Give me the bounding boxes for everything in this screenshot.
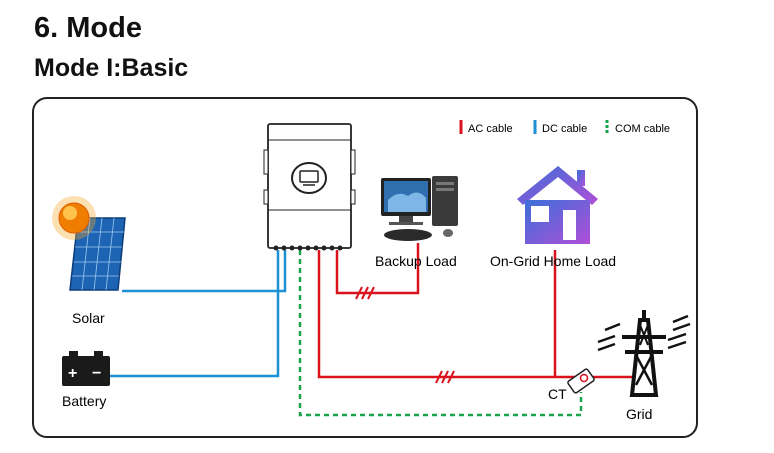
home-icon xyxy=(517,166,598,244)
backup-load-label: Backup Load xyxy=(375,253,457,269)
ac-cable-grid xyxy=(317,250,632,379)
ct-label: CT xyxy=(548,386,567,402)
solar-label: Solar xyxy=(72,310,105,326)
battery-plus: + xyxy=(68,365,77,382)
dc-cable-solar xyxy=(122,250,287,293)
com-cable xyxy=(298,250,583,417)
legend-dc-label: DC cable xyxy=(542,123,587,135)
computer-icon xyxy=(381,176,458,241)
cable-slash-grid xyxy=(435,370,455,384)
home-load-label: On-Grid Home Load xyxy=(490,253,616,269)
sun-icon xyxy=(52,196,96,240)
solar-panel xyxy=(52,196,126,291)
dc-cable-battery xyxy=(110,250,280,378)
inverter-ports xyxy=(273,245,343,251)
grid-label: Grid xyxy=(626,406,652,422)
mode-title: Mode I:Basic xyxy=(34,54,189,82)
legend: AC cable DC cable COM cable xyxy=(459,120,670,135)
cable-slash-backup xyxy=(355,286,375,300)
legend-com-label: COM cable xyxy=(615,123,670,135)
ct-sensor-icon xyxy=(567,368,595,394)
inverter xyxy=(263,123,356,251)
section-title: 6. Mode xyxy=(34,12,142,44)
dc-cables xyxy=(110,250,287,378)
battery-icon: + − xyxy=(62,351,110,386)
ac-cable-backup xyxy=(335,243,420,295)
diagram-frame xyxy=(32,97,698,438)
ac-cables xyxy=(317,243,632,384)
legend-ac-label: AC cable xyxy=(468,123,513,135)
grid-tower-icon xyxy=(597,310,691,397)
battery-minus: − xyxy=(92,365,101,382)
battery-label: Battery xyxy=(62,393,106,409)
